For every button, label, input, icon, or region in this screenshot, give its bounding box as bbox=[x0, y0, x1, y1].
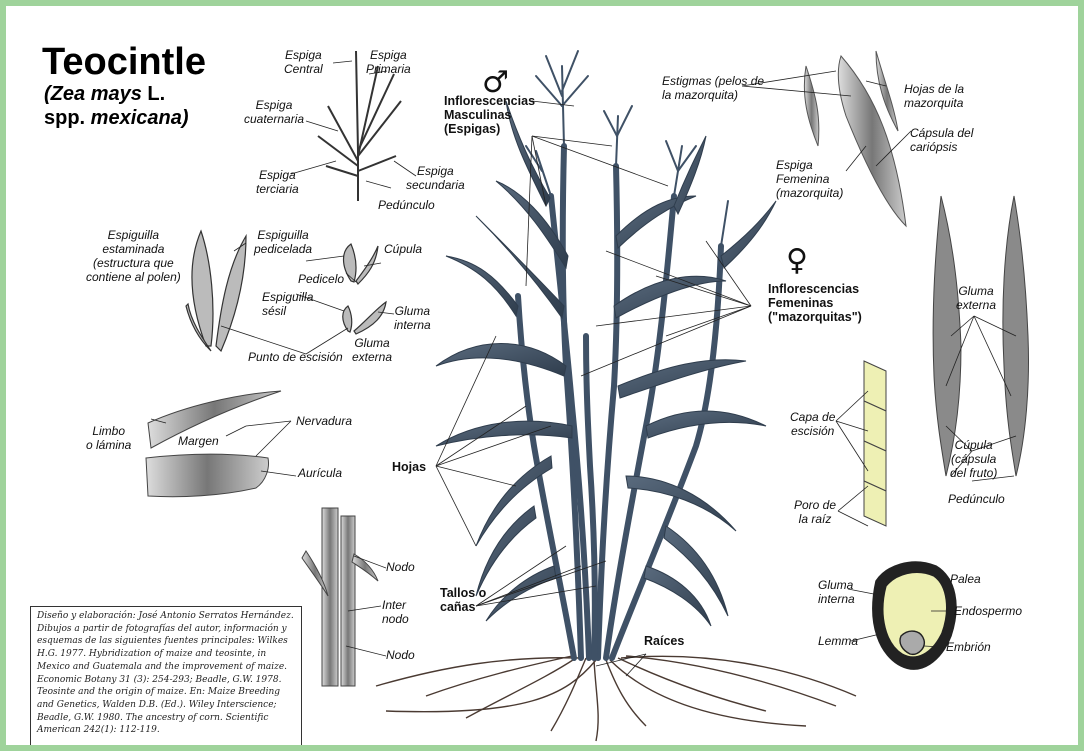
subtitle-open-paren: ( bbox=[44, 83, 51, 105]
female-symbol-icon: ♀ bbox=[786, 246, 808, 276]
label-hojas: Hojas bbox=[392, 460, 426, 474]
label-pedunculo-top: Pedúnculo bbox=[378, 198, 435, 212]
abscission-layer-illustration bbox=[864, 361, 886, 526]
node-section-illustration bbox=[302, 508, 378, 686]
label-cupula-top: Cúpula bbox=[384, 242, 422, 256]
label-pedunculo-right: Pedúnculo bbox=[948, 492, 1005, 506]
poster-title: Teocintle bbox=[42, 42, 206, 82]
poster-subtitle: (Zea mays L. spp. mexicana) bbox=[44, 82, 189, 130]
label-pedicelo: Pedicelo bbox=[298, 272, 344, 286]
label-endospermo: Endospermo bbox=[954, 604, 1022, 618]
subtitle-species: Zea mays bbox=[51, 83, 142, 105]
mature-ear-illustration bbox=[933, 196, 1028, 476]
subtitle-author: L. bbox=[142, 83, 165, 105]
roots-illustration bbox=[376, 656, 856, 741]
label-nervadura: Nervadura bbox=[296, 414, 352, 428]
subtitle-spp: spp. bbox=[44, 107, 91, 129]
label-embrion: Embrión bbox=[946, 640, 991, 654]
label-margen: Margen bbox=[178, 434, 219, 448]
subtitle-close-paren: ) bbox=[182, 107, 189, 129]
subtitle-subspecies: mexicana bbox=[91, 107, 182, 129]
credits-box: Diseño y elaboración: José Antonio Serra… bbox=[30, 606, 302, 746]
label-auricula: Aurícula bbox=[298, 466, 342, 480]
label-punto-escision: Punto de escisión bbox=[248, 350, 343, 364]
label-raices: Raíces bbox=[644, 634, 684, 648]
teocintle-plant-illustration bbox=[436, 51, 776, 658]
label-lemma: Lemma bbox=[818, 634, 858, 648]
label-nodo-top: Nodo bbox=[386, 560, 415, 574]
label-nodo-bottom: Nodo bbox=[386, 648, 415, 662]
label-palea: Palea bbox=[950, 572, 981, 586]
